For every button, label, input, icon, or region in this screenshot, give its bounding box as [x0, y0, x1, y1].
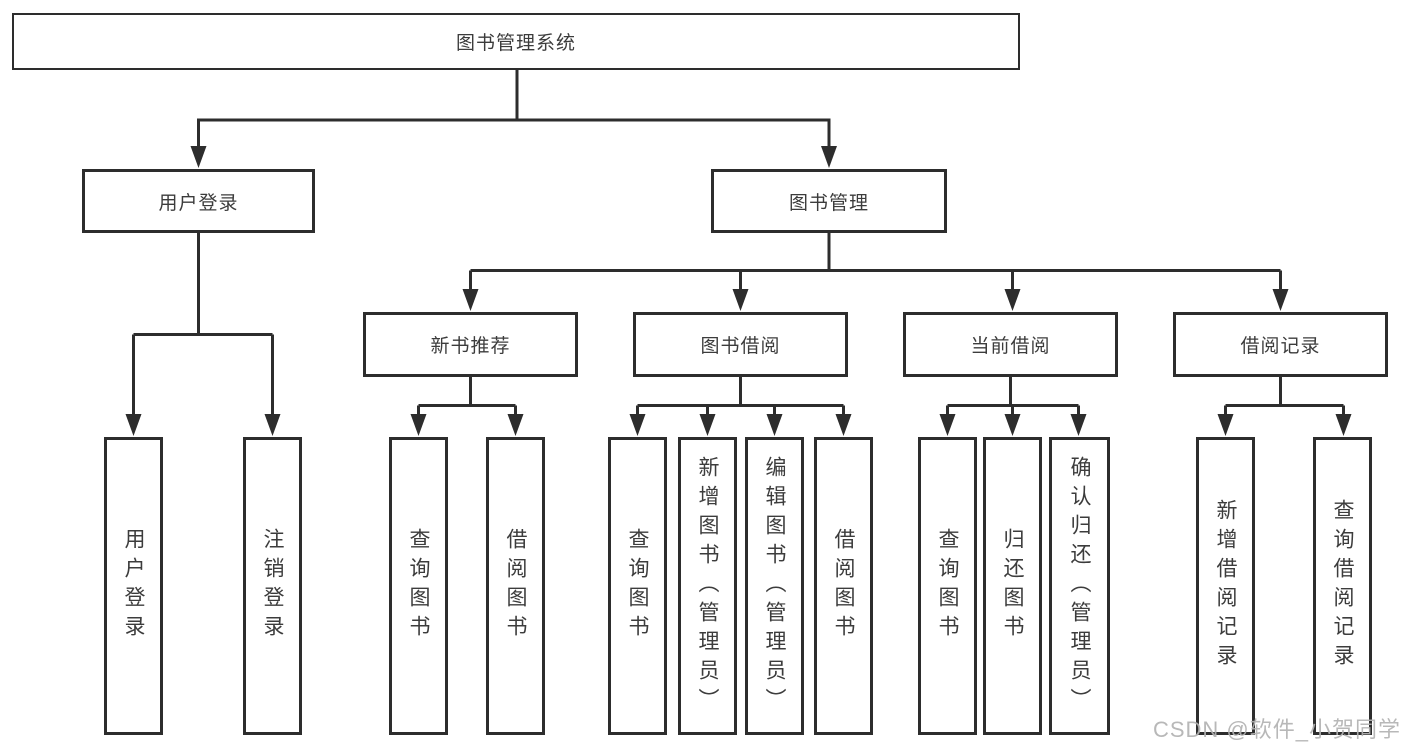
leaf-query-borrow-record: 查询借阅记录 — [1313, 437, 1372, 735]
node-current-borrow: 当前借阅 — [903, 312, 1118, 377]
node-borrow-records: 借阅记录 — [1173, 312, 1388, 377]
node-book-management-label: 图书管理 — [788, 192, 869, 214]
leaf-add-book-admin-label: 新增图书（管理员） — [696, 455, 719, 717]
node-book-borrow-label: 图书借阅 — [700, 336, 781, 357]
connector-paths — [132, 70, 1345, 418]
leaf-query-books-recommend-label: 查询图书 — [407, 528, 430, 644]
leaf-query-books-current-label: 查询图书 — [936, 528, 959, 644]
node-library-management-system: 图书管理系统 — [12, 13, 1020, 70]
node-book-management: 图书管理 — [711, 169, 947, 233]
node-borrow-records-label: 借阅记录 — [1240, 336, 1321, 357]
leaf-query-books-borrow: 查询图书 — [608, 437, 667, 735]
node-user-login-label: 用户登录 — [158, 192, 239, 214]
leaf-logout: 注销登录 — [243, 437, 302, 735]
node-user-login: 用户登录 — [82, 169, 315, 233]
leaf-borrow-books-recommend: 借阅图书 — [486, 437, 545, 735]
leaf-add-borrow-record: 新增借阅记录 — [1196, 437, 1255, 735]
node-new-book-recommend-label: 新书推荐 — [430, 336, 511, 357]
leaf-query-books-recommend: 查询图书 — [389, 437, 448, 735]
leaf-add-book-admin: 新增图书（管理员） — [678, 437, 737, 735]
leaf-add-borrow-record-label: 新增借阅记录 — [1214, 499, 1237, 673]
leaf-borrow-books-label: 借阅图书 — [832, 528, 855, 644]
leaf-edit-book-admin: 编辑图书（管理员） — [745, 437, 804, 735]
leaf-query-books-current: 查询图书 — [918, 437, 977, 735]
leaf-query-borrow-record-label: 查询借阅记录 — [1331, 499, 1354, 673]
leaf-query-books-borrow-label: 查询图书 — [626, 528, 649, 644]
leaf-return-books-label: 归还图书 — [1001, 528, 1024, 644]
leaf-return-books: 归还图书 — [983, 437, 1042, 735]
leaf-borrow-books-recommend-label: 借阅图书 — [504, 528, 527, 644]
connector-arrowheads — [125, 146, 1352, 436]
leaf-edit-book-admin-label: 编辑图书（管理员） — [763, 455, 786, 717]
leaf-user-login: 用户登录 — [104, 437, 163, 735]
leaf-confirm-return-admin-label: 确认归还（管理员） — [1068, 455, 1091, 717]
node-current-borrow-label: 当前借阅 — [970, 336, 1051, 357]
csdn-watermark: CSDN @软件_小贺同学 — [1152, 717, 1401, 742]
node-library-management-system-label: 图书管理系统 — [455, 33, 576, 54]
node-new-book-recommend: 新书推荐 — [363, 312, 578, 377]
leaf-confirm-return-admin: 确认归还（管理员） — [1049, 437, 1110, 735]
leaf-user-login-label: 用户登录 — [122, 528, 145, 644]
leaf-borrow-books: 借阅图书 — [814, 437, 873, 735]
leaf-logout-label: 注销登录 — [261, 528, 284, 644]
node-book-borrow: 图书借阅 — [633, 312, 848, 377]
